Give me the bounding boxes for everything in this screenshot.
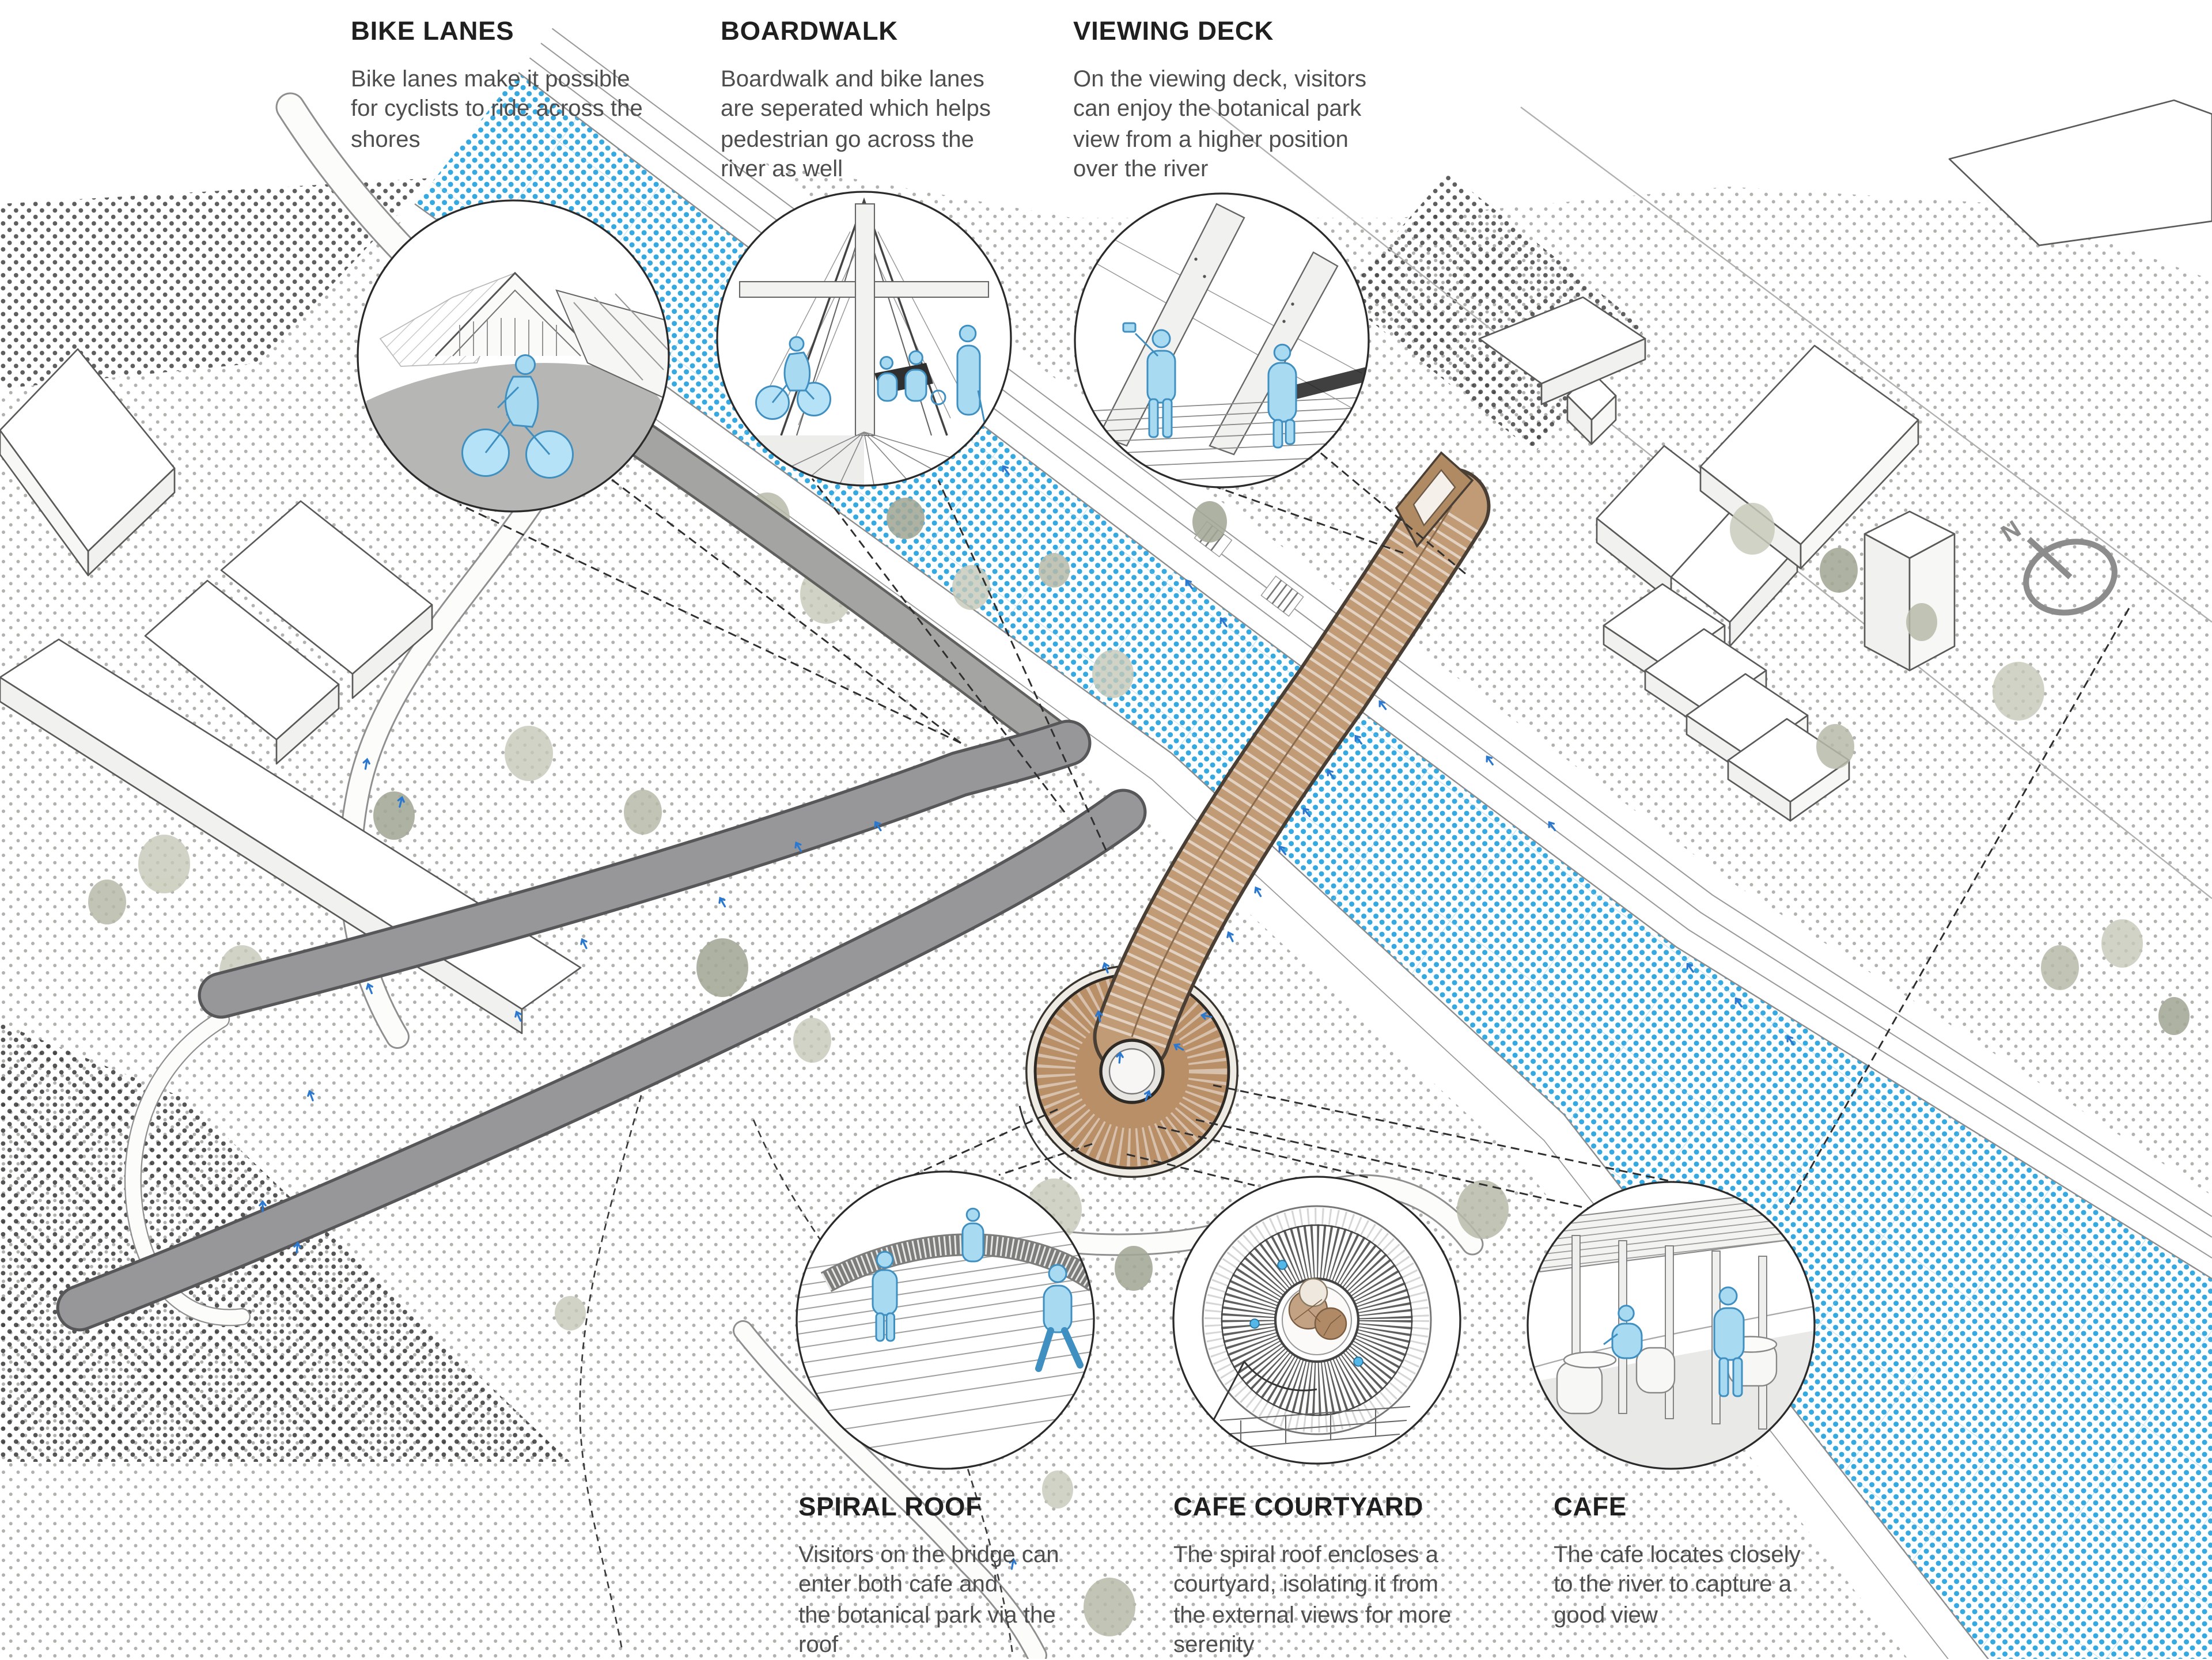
- callout-circle-cafe: [1527, 1181, 1816, 1470]
- callout-circle-cafe-courtyard: [1172, 1176, 1461, 1465]
- callout-text-boardwalk: BOARDWALK Boardwalk and bike lanes are s…: [721, 17, 1092, 184]
- callout-body-spiral-roof: Visitors on the bridge can enter both ca…: [798, 1541, 1059, 1658]
- callout-title-bike-lanes: BIKE LANES: [351, 17, 514, 47]
- callout-title-viewing-deck: VIEWING DECK: [1073, 17, 1274, 47]
- viewing-deck-figures: [1122, 322, 1297, 449]
- vignette-road: [366, 363, 669, 511]
- courtyard-trees: [1288, 1278, 1347, 1340]
- callout-title-cafe-courtyard: CAFE COURTYARD: [1173, 1493, 1424, 1522]
- callout-circle-viewing-deck: [1074, 192, 1370, 488]
- cafe-figures: [1603, 1286, 1745, 1397]
- callout-circle-bike-lanes: [357, 199, 670, 513]
- callout-text-spiral-roof: SPIRAL ROOF Visitors on the bridge can e…: [798, 1493, 1170, 1660]
- callout-body-cafe: The cafe locates closely to the river to…: [1554, 1541, 1801, 1628]
- callout-body-viewing-deck: On the viewing deck, visitors can enjoy …: [1073, 66, 1367, 182]
- callout-circle-spiral-roof: [796, 1170, 1095, 1470]
- truss-gable-end: [1395, 451, 1474, 548]
- callout-title-cafe: CAFE: [1554, 1493, 1627, 1522]
- callout-text-cafe-courtyard: CAFE COURTYARD The spiral roof encloses …: [1173, 1493, 1545, 1660]
- callout-text-viewing-deck: VIEWING DECK On the viewing deck, visito…: [1073, 17, 1445, 184]
- crosswalk: [1260, 575, 1304, 617]
- callout-title-spiral-roof: SPIRAL ROOF: [798, 1493, 982, 1522]
- boardwalk-figures: [755, 324, 986, 426]
- callout-body-cafe-courtyard: The spiral roof encloses a courtyard, is…: [1173, 1541, 1452, 1658]
- callout-body-bike-lanes: Bike lanes make it possible for cyclists…: [351, 66, 643, 152]
- callout-text-cafe: CAFE The cafe locates closely to the riv…: [1554, 1493, 1925, 1630]
- spiral-roof-figures: [872, 1207, 1084, 1372]
- cyclist-figure: [461, 354, 574, 479]
- callout-text-bike-lanes: BIKE LANES Bike lanes make it possible f…: [351, 17, 722, 154]
- building: [1948, 99, 2212, 247]
- callout-title-boardwalk: BOARDWALK: [721, 17, 898, 47]
- callout-leader-lines: [459, 452, 2130, 1211]
- callout-body-boardwalk: Boardwalk and bike lanes are seperated w…: [721, 66, 991, 182]
- bridge: [56, 340, 1491, 1332]
- dark-dot-ground-topleft: [0, 178, 432, 389]
